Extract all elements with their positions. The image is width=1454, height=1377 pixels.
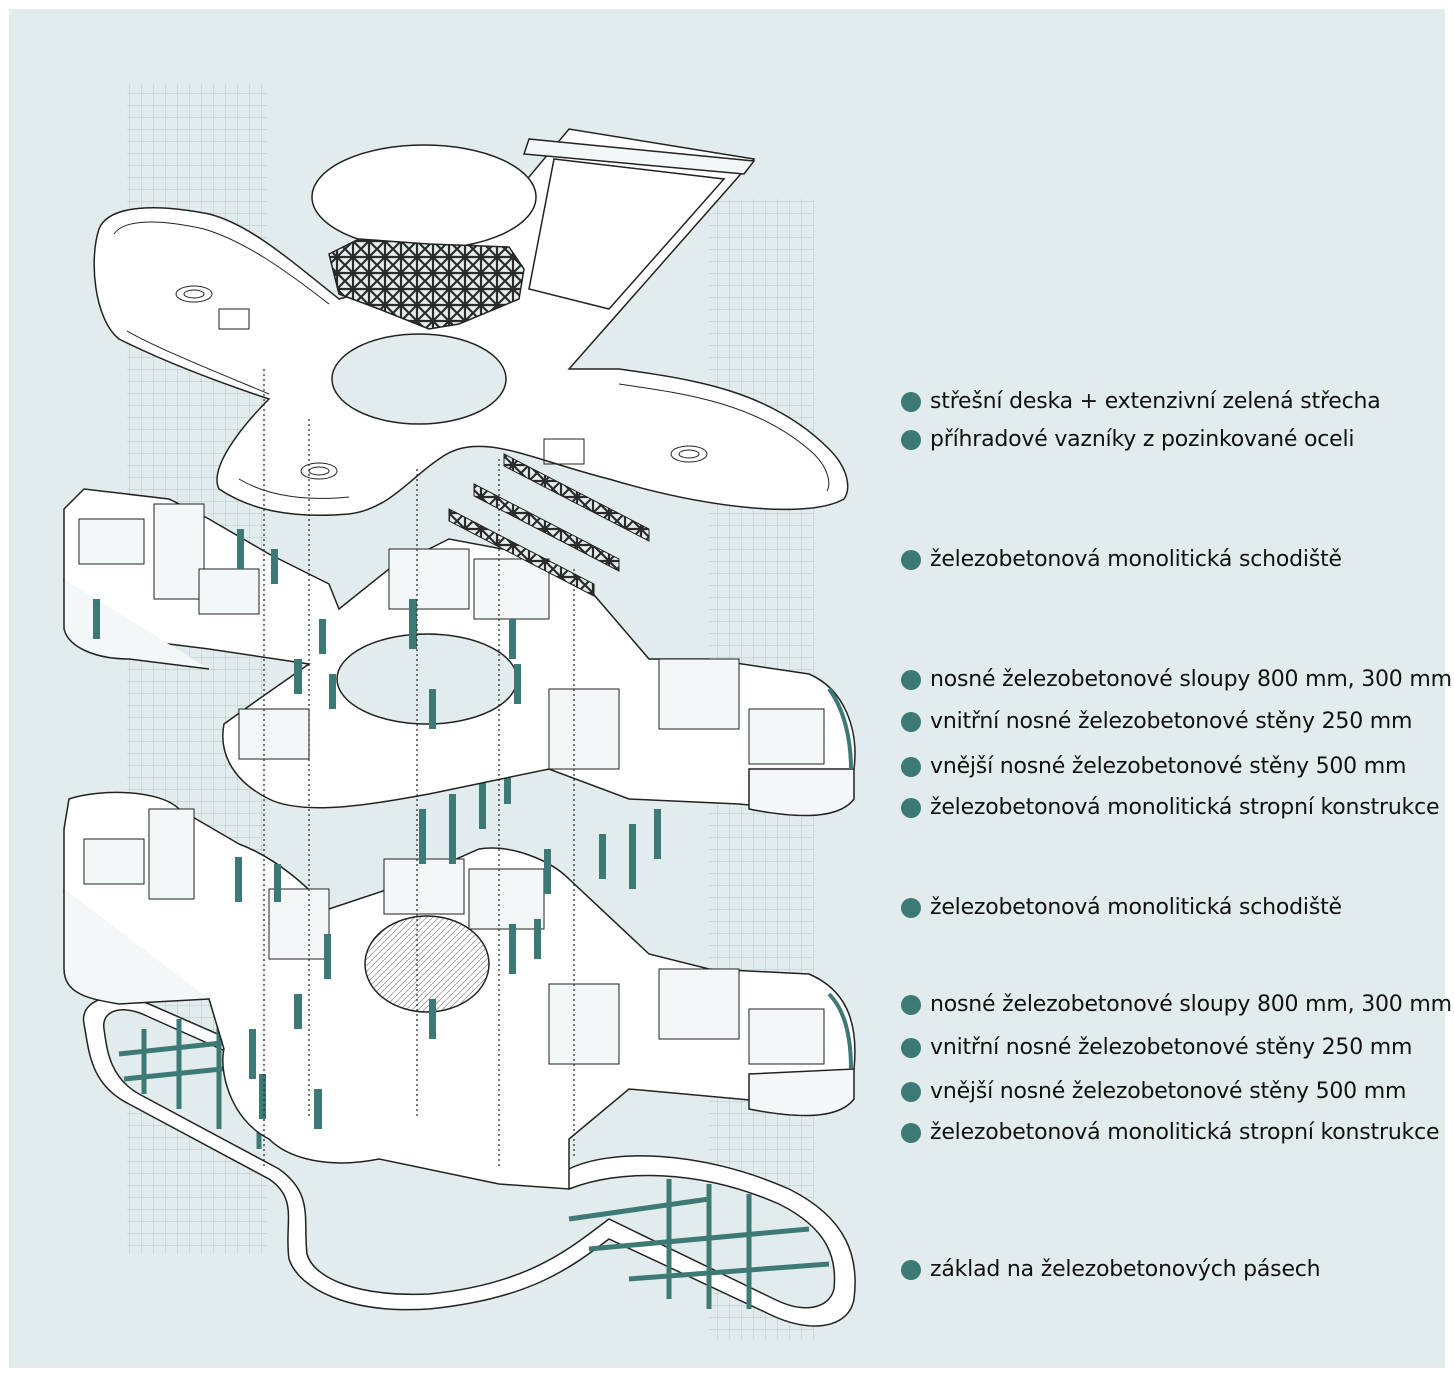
- legend-label: vnější nosné železobetonové stěny 500 mm: [930, 1079, 1407, 1104]
- exploded-axonometric-drawing: [63, 84, 856, 1339]
- legend-bullet-icon: [901, 797, 921, 818]
- roof-vents: [175, 285, 708, 480]
- diagram-canvas: střešní deska + extenzivní zelená střech…: [9, 9, 1452, 1368]
- legend-bullet-icon: [901, 1037, 921, 1058]
- legend-bullet-icon: [901, 1122, 921, 1143]
- legend-bullet-icon: [901, 756, 921, 777]
- legend-bullet-icon: [901, 994, 921, 1015]
- legend-label: základ na železobetonových pásech: [930, 1257, 1321, 1282]
- legend-item-inner-walls-upper: vnitřní nosné železobetonové stěny 250 m…: [901, 709, 1412, 734]
- legend-label: nosné železobetonové sloupy 800 mm, 300 …: [930, 667, 1452, 692]
- legend-item-ceiling-lower: železobetonová monolitická stropní konst…: [901, 1120, 1440, 1145]
- legend-bullet-icon: [901, 429, 921, 450]
- legend-item-staircases-lower: železobetonová monolitická schodiště: [901, 895, 1342, 920]
- legend-item-inner-walls-lower: vnitřní nosné železobetonové stěny 250 m…: [901, 1035, 1412, 1060]
- legend-bullet-icon: [901, 391, 921, 412]
- legend-label: železobetonová monolitická stropní konst…: [930, 1120, 1440, 1145]
- legend-item-foundation: základ na železobetonových pásech: [901, 1257, 1321, 1282]
- legend-bullet-icon: [901, 897, 921, 918]
- legend-bullet-icon: [901, 711, 921, 732]
- legend-label: železobetonová monolitická schodiště: [930, 547, 1342, 572]
- legend-item-roof-slab: střešní deska + extenzivní zelená střech…: [901, 389, 1381, 414]
- legend-bullet-icon: [901, 1259, 921, 1280]
- middle-floor-walls: [78, 503, 825, 770]
- legend-item-outer-walls-lower: vnější nosné železobetonové stěny 500 mm: [901, 1079, 1406, 1104]
- legend-label: vnitřní nosné železobetonové stěny 250 m…: [930, 709, 1413, 734]
- middle-columns: [93, 529, 521, 729]
- lower-staircase: [364, 915, 490, 1013]
- roof-courtyard: [331, 333, 507, 425]
- alignment-lines: [263, 369, 575, 1169]
- middle-floor-opening: [336, 633, 518, 725]
- legend-item-ceiling-upper: železobetonová monolitická stropní konst…: [901, 795, 1440, 820]
- space-frame-truss: [328, 238, 525, 330]
- legend-label: železobetonová monolitická stropní konst…: [930, 795, 1440, 820]
- legend-item-outer-walls-upper: vnější nosné železobetonové stěny 500 mm: [901, 754, 1406, 779]
- roof-skylight-disc: [311, 144, 537, 250]
- legend-bullet-icon: [901, 669, 921, 690]
- legend-label: příhradové vazníky z pozinkované oceli: [930, 427, 1355, 452]
- legend-bullet-icon: [901, 549, 921, 570]
- legend-label: nosné železobetonové sloupy 800 mm, 300 …: [930, 992, 1452, 1017]
- lower-floor-outline-accent: [827, 992, 853, 1070]
- legend-item-steel-trusses: příhradové vazníky z pozinkované oceli: [901, 427, 1355, 452]
- legend-label: vnější nosné železobetonové stěny 500 mm: [930, 754, 1407, 779]
- legend-label: vnitřní nosné železobetonové stěny 250 m…: [930, 1035, 1413, 1060]
- middle-floor-outline-accent: [827, 687, 853, 770]
- legend-item-staircases-upper: železobetonová monolitická schodiště: [901, 547, 1342, 572]
- legend-item-columns-upper: nosné železobetonové sloupy 800 mm, 300 …: [901, 667, 1452, 692]
- legend-label: střešní deska + extenzivní zelená střech…: [930, 389, 1381, 414]
- legend-label: železobetonová monolitická schodiště: [930, 895, 1342, 920]
- steel-truss-ribs: [448, 453, 650, 597]
- roof-slab: [93, 128, 849, 517]
- legend-item-columns-lower: nosné železobetonové sloupy 800 mm, 300 …: [901, 992, 1452, 1017]
- legend-bullet-icon: [901, 1081, 921, 1102]
